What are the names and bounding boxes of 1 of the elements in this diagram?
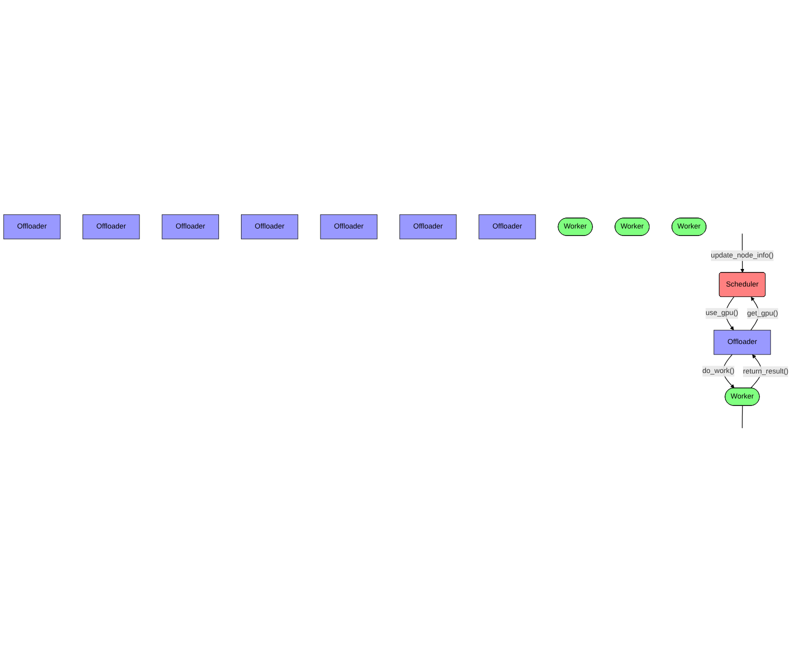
connector (742, 406, 743, 429)
